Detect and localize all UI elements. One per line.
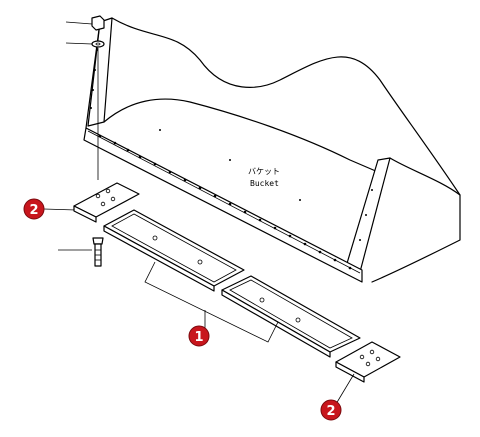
end-bit-left xyxy=(43,182,140,223)
bucket: バケット Bucket xyxy=(83,17,461,283)
callout-number: 2 xyxy=(326,404,335,419)
cutting-edge-right xyxy=(221,275,361,358)
callout-number: 2 xyxy=(29,203,38,218)
nut-and-washer xyxy=(65,15,105,180)
callout-1-bracket xyxy=(144,261,279,343)
callout-number: 1 xyxy=(194,330,203,345)
end-bit-right xyxy=(335,341,401,405)
wall-rivets xyxy=(90,49,373,241)
cutting-edge-holes xyxy=(98,134,352,270)
callout-1: 1 xyxy=(188,325,210,347)
bolt xyxy=(58,237,104,267)
callout-2-left: 2 xyxy=(23,198,45,220)
bucket-label-jp: バケット xyxy=(248,167,280,176)
callout-2-right: 2 xyxy=(320,399,342,421)
bucket-label-en: Bucket xyxy=(250,179,279,188)
cutting-edge-left xyxy=(103,209,245,292)
